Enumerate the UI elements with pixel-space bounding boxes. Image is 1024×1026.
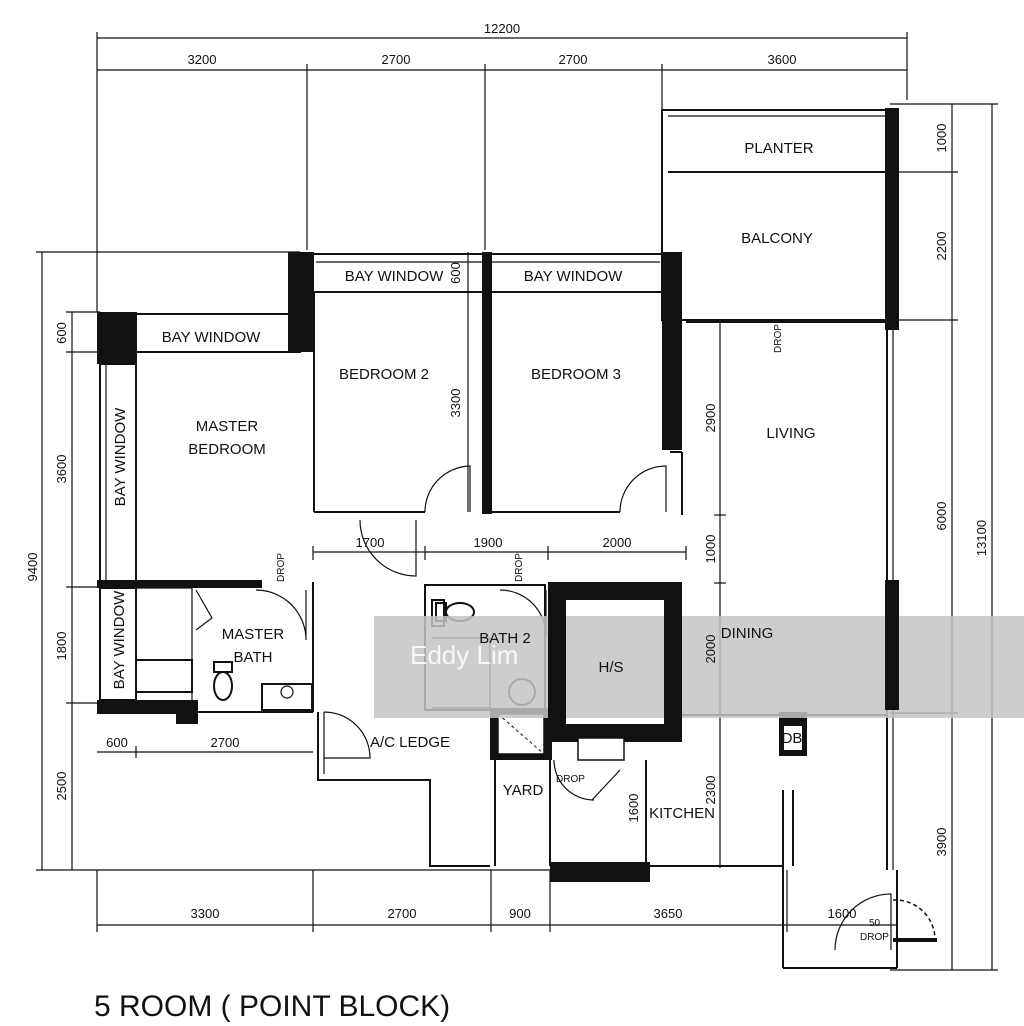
dim-living-4: 2300 <box>703 776 718 805</box>
dim-inner-2: 1900 <box>474 535 503 550</box>
dim-door-50: 50 <box>869 918 881 929</box>
dim-kitchen-1600: 1600 <box>626 794 641 823</box>
drop-labels: DROP DROP DROP DROP DROP <box>276 324 889 943</box>
kitchen-label: KITCHEN <box>649 805 715 822</box>
balcony-label: BALCONY <box>741 230 813 247</box>
dim-master-sub-1: 600 <box>106 735 128 750</box>
dim-top-2: 2700 <box>382 52 411 67</box>
dim-top-4: 3600 <box>768 52 797 67</box>
dim-right-2: 2200 <box>934 232 949 261</box>
dim-right-1: 1000 <box>934 124 949 153</box>
dim-bottom-2: 2700 <box>388 906 417 921</box>
dim-bed2-3300: 3300 <box>448 389 463 418</box>
toilet-icon <box>213 671 233 701</box>
dim-right-3: 6000 <box>934 502 949 531</box>
bay-window-master-top-label: BAY WINDOW <box>162 329 261 346</box>
master-bath-label-2: BATH <box>234 649 273 666</box>
dim-inner-3: 2000 <box>603 535 632 550</box>
dim-left-total: 9400 <box>25 553 40 582</box>
drop-label: DROP <box>276 553 287 582</box>
watermark-band <box>374 616 1024 718</box>
dim-right-4: 3900 <box>934 828 949 857</box>
planter-label: PLANTER <box>744 140 813 157</box>
dimension-text: 12200 3200 2700 2700 3600 3300 2700 900 … <box>25 21 989 929</box>
dim-left-1: 600 <box>54 322 69 344</box>
master-bedroom-label-1: MASTER <box>196 418 259 435</box>
dining-label: DINING <box>721 625 774 642</box>
dim-living-2: 1000 <box>703 535 718 564</box>
bedroom2-label: BEDROOM 2 <box>339 366 429 383</box>
dim-bottom-1: 3300 <box>191 906 220 921</box>
room-labels: PLANTER BALCONY BAY WINDOW BAY WINDOW BA… <box>111 140 816 822</box>
bedroom3-label: BEDROOM 3 <box>531 366 621 383</box>
dim-bottom-4: 3650 <box>654 906 683 921</box>
yard-label: YARD <box>503 782 544 799</box>
dim-right-total: 13100 <box>974 520 989 556</box>
doors <box>255 465 937 951</box>
dim-inner-1: 1700 <box>356 535 385 550</box>
dim-top-1: 3200 <box>188 52 217 67</box>
db-label: DB <box>782 730 803 747</box>
watermark-text: Eddy Lim <box>410 640 518 670</box>
dim-living-3: 2000 <box>703 635 718 664</box>
drop-label: DROP <box>860 932 889 943</box>
dim-master-sub-2: 2700 <box>211 735 240 750</box>
dim-top-3: 2700 <box>559 52 588 67</box>
master-bath-label-1: MASTER <box>222 626 285 643</box>
dim-living-1: 2900 <box>703 404 718 433</box>
bay-window-bath-label: BAY WINDOW <box>111 590 128 689</box>
dim-bay-600: 600 <box>448 262 463 284</box>
dim-bottom-5: 1600 <box>828 906 857 921</box>
dim-left-2: 3600 <box>54 455 69 484</box>
dim-bottom-3: 900 <box>509 906 531 921</box>
dim-left-4: 2500 <box>54 772 69 801</box>
sink-icon <box>261 683 313 711</box>
bay-window-bed3-label: BAY WINDOW <box>524 268 623 285</box>
plan-title: 5 ROOM ( POINT BLOCK) <box>94 990 450 1023</box>
living-label: LIVING <box>766 425 815 442</box>
master-bedroom-label-2: BEDROOM <box>188 441 266 458</box>
dim-top-total: 12200 <box>484 21 520 36</box>
drop-label: DROP <box>514 553 525 582</box>
drop-label: DROP <box>773 324 784 353</box>
bath2-label: BATH 2 <box>479 630 530 647</box>
bay-window-master-side-label: BAY WINDOW <box>112 407 129 506</box>
ac-ledge-label: A/C LEDGE <box>370 734 450 751</box>
drop-label: DROP <box>556 774 585 785</box>
dim-left-3: 1800 <box>54 632 69 661</box>
hs-label: H/S <box>598 659 623 676</box>
bay-window-bed2-label: BAY WINDOW <box>345 268 444 285</box>
